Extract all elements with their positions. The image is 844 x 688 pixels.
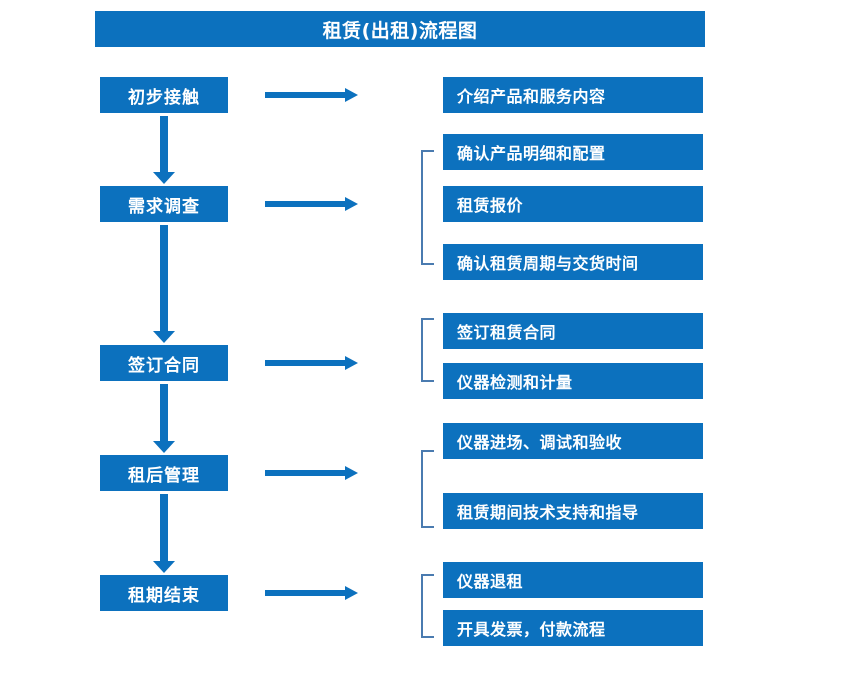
right-arrow-icon-5 xyxy=(265,584,358,602)
detail-box-5-1[interactable]: 仪器退租 xyxy=(443,562,703,598)
down-arrow-icon-2 xyxy=(153,225,175,343)
stage-box-2[interactable]: 需求调查 xyxy=(100,186,228,222)
detail-box-2-3[interactable]: 确认租赁周期与交货时间 xyxy=(443,244,703,280)
right-arrow-icon-3 xyxy=(265,354,358,372)
detail-box-3-2[interactable]: 仪器检测和计量 xyxy=(443,363,703,399)
stage-box-4[interactable]: 租后管理 xyxy=(100,455,228,491)
down-arrow-icon-1 xyxy=(153,116,175,184)
detail-box-5-2[interactable]: 开具发票，付款流程 xyxy=(443,610,703,646)
detail-box-2-2[interactable]: 租赁报价 xyxy=(443,186,703,222)
group-bracket-5 xyxy=(421,574,434,638)
stage-box-5[interactable]: 租期结束 xyxy=(100,575,228,611)
down-arrow-icon-4 xyxy=(153,494,175,573)
right-arrow-icon-2 xyxy=(265,195,358,213)
right-arrow-icon-1 xyxy=(265,86,358,104)
detail-box-4-1[interactable]: 仪器进场、调试和验收 xyxy=(443,423,703,459)
stage-box-1[interactable]: 初步接触 xyxy=(100,77,228,113)
right-arrow-icon-4 xyxy=(265,464,358,482)
detail-box-1-1[interactable]: 介绍产品和服务内容 xyxy=(443,77,703,113)
stage-box-3[interactable]: 签订合同 xyxy=(100,345,228,381)
detail-box-3-1[interactable]: 签订租赁合同 xyxy=(443,313,703,349)
group-bracket-4 xyxy=(421,450,434,528)
down-arrow-icon-3 xyxy=(153,384,175,453)
flowchart-title: 租赁(出租)流程图 xyxy=(95,11,705,47)
group-bracket-3 xyxy=(421,318,434,382)
detail-box-4-2[interactable]: 租赁期间技术支持和指导 xyxy=(443,493,703,529)
group-bracket-2 xyxy=(421,150,434,265)
detail-box-2-1[interactable]: 确认产品明细和配置 xyxy=(443,134,703,170)
